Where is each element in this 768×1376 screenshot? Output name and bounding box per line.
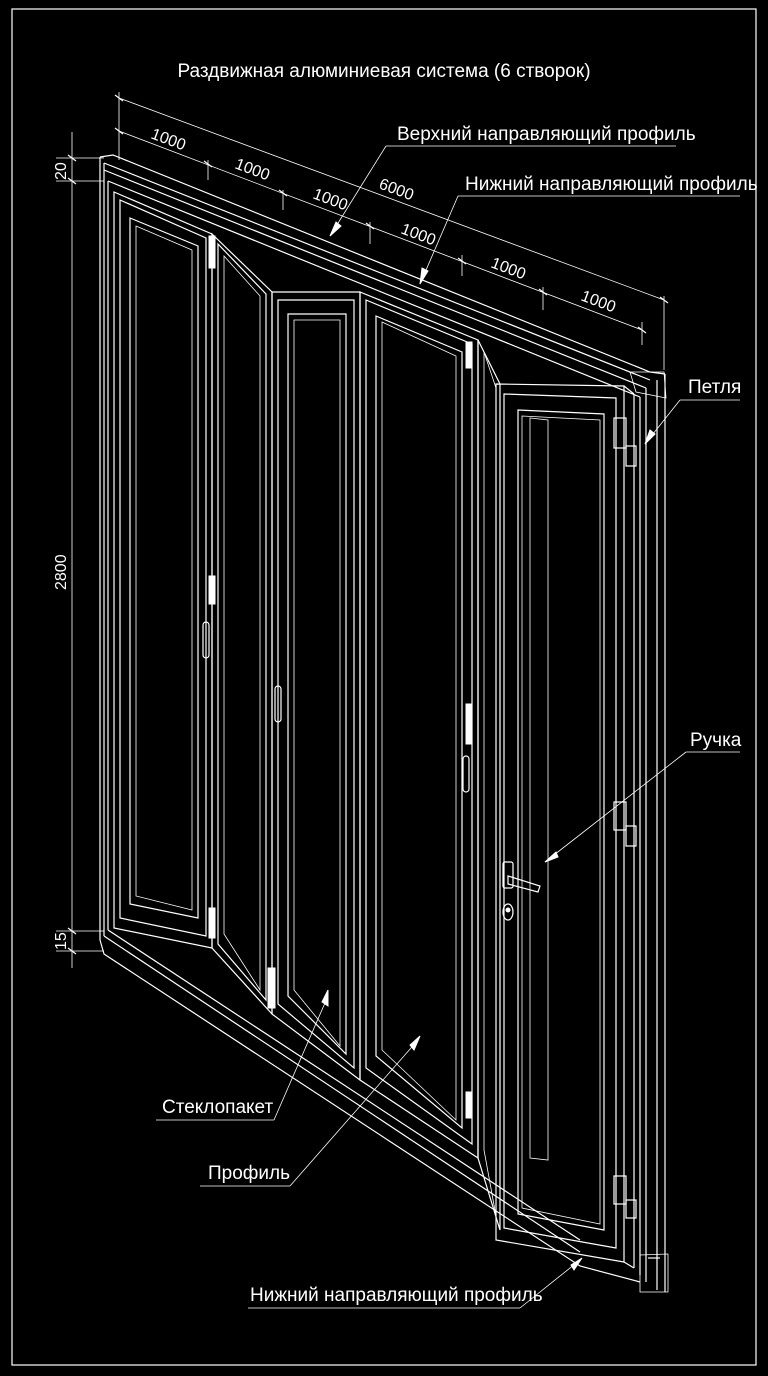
hinge-icon	[613, 417, 627, 449]
hinge-icon	[465, 1091, 473, 1119]
outer-frame	[99, 154, 669, 1293]
hinge-icon	[625, 825, 637, 847]
label-bottom-guide-lower: Нижний направляющий профиль	[250, 1285, 543, 1306]
hinge-icon	[465, 703, 473, 745]
panel-5	[477, 339, 501, 1231]
panel-2	[211, 232, 273, 1016]
panel-4	[359, 291, 479, 1160]
dim-top-offset: 20	[53, 162, 70, 180]
hinge-icon	[267, 967, 276, 1009]
leader-lines	[156, 145, 740, 1309]
panel-1	[113, 191, 213, 949]
panel-3	[271, 291, 361, 1082]
hinge-icon	[625, 1199, 637, 1219]
lock-icon	[202, 621, 210, 659]
hinge-icon	[208, 907, 216, 939]
hinge-icon	[613, 801, 627, 831]
label-handle: Ручка	[690, 730, 742, 751]
dim-panel-2: 1000	[233, 156, 272, 184]
hinge-icon	[208, 575, 216, 605]
hinge-icon	[208, 235, 216, 269]
dim-height: 2800	[53, 554, 70, 590]
label-hinge: Петля	[688, 377, 741, 398]
handles	[202, 621, 541, 921]
hinge-icon	[625, 445, 637, 467]
dim-bottom-offset: 15	[53, 932, 70, 950]
hinges	[208, 235, 637, 1219]
lock-icon	[274, 685, 282, 723]
lock-icon	[462, 755, 470, 793]
label-profile: Профиль	[208, 1163, 290, 1184]
hinge-icon	[613, 1175, 627, 1205]
dim-total-width: 6000	[377, 176, 416, 204]
height-dimension-lines	[56, 132, 104, 968]
drawing-title: Раздвижная алюминиевая система (6 створо…	[177, 61, 590, 82]
label-bottom-guide-upper: Нижний направляющий профиль	[465, 174, 758, 195]
width-dimension-lines	[114, 92, 669, 370]
keyhole-icon	[502, 903, 514, 921]
handle-base-icon	[502, 861, 514, 889]
dim-panel-6: 1000	[579, 288, 618, 316]
label-glass-unit: Стеклопакет	[162, 1097, 273, 1118]
handle-lever-icon	[507, 875, 541, 893]
panel-6	[495, 383, 635, 1269]
dim-panel-3: 1000	[311, 186, 350, 214]
hinge-icon	[465, 341, 473, 369]
label-top-guide: Верхний направляющий профиль	[397, 124, 696, 145]
drawing-border	[11, 8, 757, 1366]
